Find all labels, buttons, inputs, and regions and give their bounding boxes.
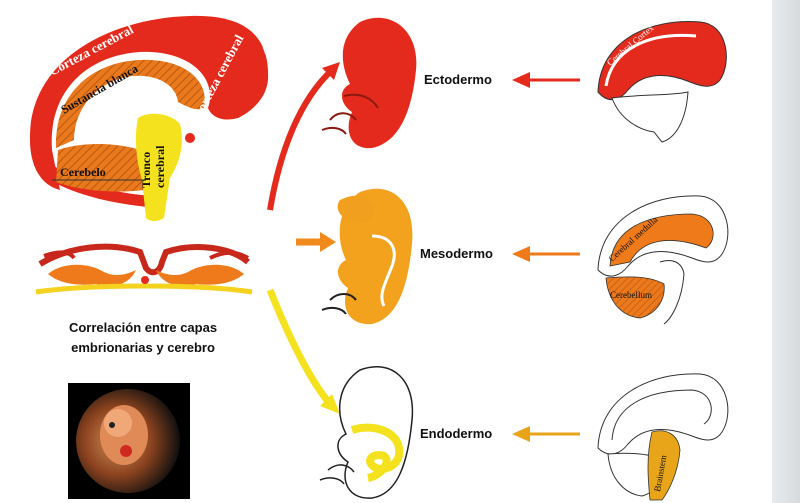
caption: Correlación entre capas embrionarias y c…	[28, 318, 258, 358]
label-mesodermo: Mesodermo	[420, 246, 493, 261]
cortex-shape	[29, 15, 269, 190]
lower-cortex	[36, 150, 160, 208]
brainstem-shape	[135, 113, 182, 221]
label-tronco: Tronco	[139, 152, 153, 188]
label-cerebral: cerebral	[153, 145, 167, 188]
white-matter-band	[55, 59, 205, 149]
label-ectodermo: Ectodermo	[424, 72, 492, 87]
brain-ectoderm: Cerebral Cortex	[597, 21, 727, 143]
label-cerebelo: Cerebelo	[60, 165, 106, 179]
big-arrows	[266, 62, 340, 414]
embryo-endoderm	[319, 365, 414, 499]
brain-endoderm: Brainstem	[597, 373, 729, 501]
embryo-photo	[68, 383, 190, 499]
right-margin	[772, 0, 800, 503]
neural-crosssection	[35, 243, 253, 295]
diagram-graphics: Corteza cerebral Sustancia blanca Cortez…	[29, 15, 729, 501]
row-arrows	[512, 72, 580, 442]
embryo-mesoderm	[321, 188, 413, 325]
brain-mesoderm: Cerebral medulla Cerebellum	[597, 195, 729, 325]
brain-label-cerebellum: Cerebellum	[610, 290, 652, 300]
label-endodermo: Endodermo	[420, 426, 493, 441]
embryo-ectoderm	[321, 17, 417, 149]
caption-line-1: Correlación entre capas	[68, 320, 218, 335]
caption-line-2: embrionarias y cerebro	[71, 340, 215, 355]
large-brain: Corteza cerebral Sustancia blanca Cortez…	[29, 15, 274, 221]
embryo-photo-image	[68, 383, 190, 499]
